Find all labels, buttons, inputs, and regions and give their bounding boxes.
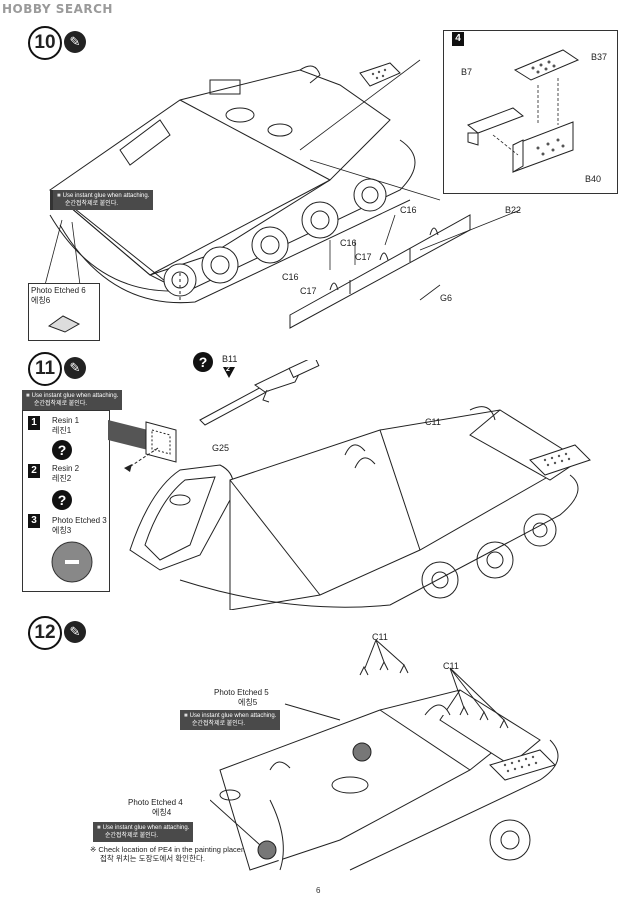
inset-parts-drawing xyxy=(467,49,580,173)
pe5-caption: Photo Etched 5 에칭5 xyxy=(214,688,269,707)
step-10-number: 10 xyxy=(28,26,62,60)
part-label-c16c: C16 xyxy=(282,272,299,282)
glue-note-step10: ■Use instant glue when attaching. 순간접착제로… xyxy=(53,190,154,210)
machine-gun-b11-drawing xyxy=(199,360,320,426)
tank-hull-drawing-step10 xyxy=(49,65,416,304)
question-icon: ? xyxy=(52,490,72,510)
question-icon: ? xyxy=(193,352,213,372)
part-label-b11: B11 xyxy=(222,354,238,364)
page-number: 6 xyxy=(316,886,321,895)
inset-box-step4 xyxy=(443,30,618,194)
part-label-g25: G25 xyxy=(212,443,230,453)
b11-step-number: 2 xyxy=(226,366,230,373)
glue-icon: ✎ xyxy=(64,621,86,643)
inset-step-number: 4 xyxy=(452,32,464,46)
pe6-caption: Photo Etched 6 에칭6 xyxy=(31,286,86,305)
glue-note-pe5: ■Use instant glue when attaching. 순간접착제로… xyxy=(180,710,281,730)
pe6-part-drawing xyxy=(47,315,81,333)
part-label-c11: C11 xyxy=(425,417,441,427)
option-1-number: 1 xyxy=(28,416,40,430)
b11-step-marker xyxy=(223,367,235,378)
site-logo: HOBBY SEARCH xyxy=(2,2,113,16)
part-label-c17a: C17 xyxy=(355,252,372,262)
glue-icon: ✎ xyxy=(64,357,86,379)
step-11-number: 11 xyxy=(28,352,62,386)
part-label-g6: G6 xyxy=(440,293,453,303)
part-label-b40: B40 xyxy=(585,174,602,184)
step-12-number: 12 xyxy=(28,616,62,650)
part-label-c11a: C11 xyxy=(372,632,388,642)
part-label-b7: B7 xyxy=(461,67,473,77)
part-label-c17b: C17 xyxy=(300,286,317,296)
tank-hull-drawing-step11 xyxy=(129,406,591,610)
pe4-location-note: ※ Check location of PE4 in the painting … xyxy=(90,845,281,863)
engine-deck-part-drawing xyxy=(359,62,401,87)
pe3-disc-drawing xyxy=(51,541,93,583)
tank-hull-drawing-step12 xyxy=(210,640,559,871)
glue-note-pe4: ■Use instant glue when attaching. 순간접착제로… xyxy=(93,822,194,842)
glue-note-step11: ■Use instant glue when attaching. 순간접착제로… xyxy=(22,390,123,410)
question-icon: ? xyxy=(52,440,72,460)
mantlet-part-drawing xyxy=(108,420,177,472)
pe4-caption: Photo Etched 4 에칭4 xyxy=(128,798,183,817)
glue-icon: ✎ xyxy=(64,31,86,53)
option-3-number: 3 xyxy=(28,514,40,528)
part-label-c11b: C11 xyxy=(443,661,459,671)
part-label-b22: B22 xyxy=(505,205,522,215)
part-label-c16b: C16 xyxy=(340,238,357,248)
part-label-b37: B37 xyxy=(591,52,608,62)
option-2-number: 2 xyxy=(28,464,40,478)
part-label-c16a: C16 xyxy=(400,205,417,215)
